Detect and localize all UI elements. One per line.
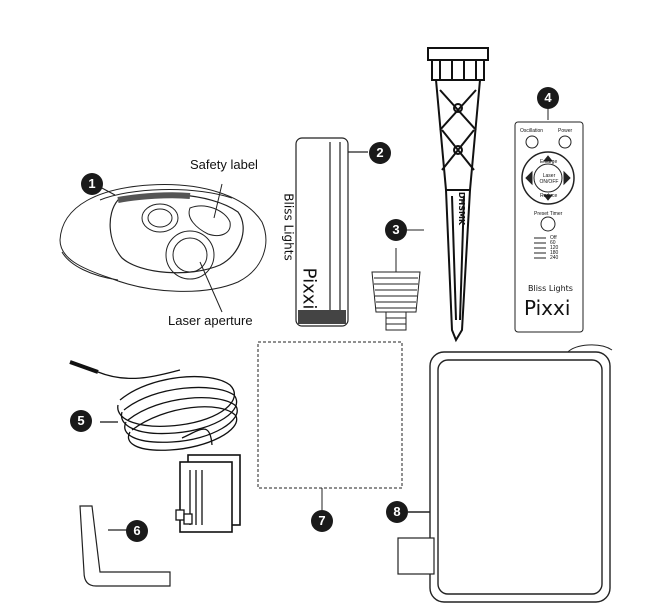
badge-7: 7 xyxy=(311,510,333,532)
remote-brand-line: Bliss Lights xyxy=(528,284,573,293)
stick-model: Pixxi xyxy=(298,267,320,310)
remote-enlarge-label: Enlarge xyxy=(540,159,558,165)
remote-timer-120: 120 xyxy=(550,245,559,251)
remote-model: Pixxi xyxy=(524,296,571,320)
remote-oscillation-label: Oscillation xyxy=(520,128,544,134)
stick-brand-line: Bliss Lights xyxy=(281,193,296,261)
remote-preset-timer-label: Preset Timer xyxy=(534,211,563,217)
cleaning-cloth xyxy=(257,341,403,510)
badge-6: 6 xyxy=(126,520,148,542)
laser-aperture-callout: Laser aperture xyxy=(168,313,253,328)
safety-label-callout: Safety label xyxy=(190,157,258,172)
power-adapter xyxy=(69,360,241,533)
badge-8: 8 xyxy=(386,501,408,523)
badge-5: 5 xyxy=(70,410,92,432)
badge-2: 2 xyxy=(369,142,391,164)
badge-1: 1 xyxy=(81,173,103,195)
remote-timer-240: 240 xyxy=(550,255,559,261)
remote-power-label: Power xyxy=(558,128,573,134)
screw-adapter xyxy=(371,229,424,331)
remote-timer-180: 180 xyxy=(550,250,559,256)
remote-timer-60: 60 xyxy=(550,240,556,246)
allen-key xyxy=(79,505,171,587)
laser-projector-head xyxy=(59,183,267,313)
remote-control xyxy=(514,98,584,333)
carry-case xyxy=(397,344,613,603)
ground-stake xyxy=(427,47,489,343)
badge-3: 3 xyxy=(385,219,407,241)
remote-laser-onoff-label: Laser ON/OFF xyxy=(539,173,559,185)
stake-marking: DHSMK xyxy=(457,191,467,226)
remote-timer-off: Off xyxy=(550,235,557,241)
stick-unit xyxy=(295,137,368,327)
remote-reduce-label: Reduce xyxy=(540,193,558,199)
badge-4: 4 xyxy=(537,87,559,109)
